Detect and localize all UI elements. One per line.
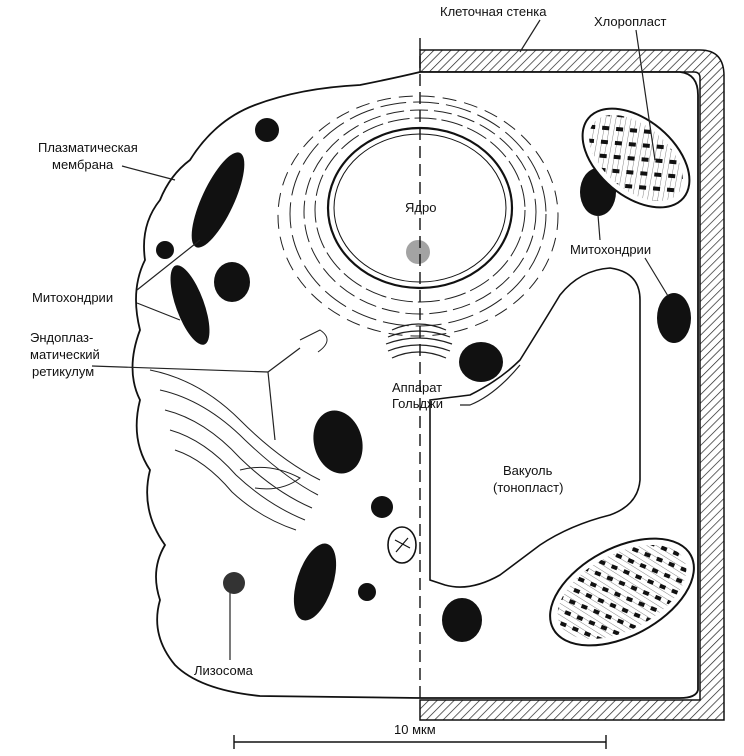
golgi-apparatus bbox=[385, 323, 453, 359]
er-lower bbox=[149, 329, 328, 531]
label-mitochondria-right: Митохондрии bbox=[570, 242, 652, 257]
label-chloroplast: Хлоропласт bbox=[594, 14, 667, 29]
label-er-line2: матический bbox=[30, 347, 100, 362]
mitochondria bbox=[156, 118, 691, 642]
label-er-line3: ретикулум bbox=[32, 364, 95, 379]
label-vacuole-line2: (тонопласт) bbox=[493, 480, 564, 495]
label-plasma-membrane-line1: Плазматическая bbox=[38, 140, 138, 155]
label-cell-wall: Клеточная стенка bbox=[440, 4, 547, 19]
label-lysosome: Лизосома bbox=[194, 663, 253, 678]
label-mitochondria-left: Митохондрии bbox=[32, 290, 114, 305]
chloroplast-bottom bbox=[549, 537, 695, 647]
label-er-line1: Эндоплаз- bbox=[30, 330, 94, 345]
vacuole bbox=[429, 267, 641, 588]
chloroplast-top bbox=[581, 107, 691, 209]
label-golgi-line2: Гольджи bbox=[392, 396, 444, 411]
lysosome bbox=[223, 572, 245, 594]
label-golgi-line1: Аппарат bbox=[392, 380, 443, 395]
label-plasma-membrane-line2: мембрана bbox=[52, 157, 114, 172]
label-scale: 10 мкм bbox=[394, 722, 436, 737]
plasma-membrane bbox=[131, 71, 699, 699]
scale-bar bbox=[233, 735, 607, 749]
small-organelle bbox=[387, 526, 417, 564]
label-nucleus: Ядро bbox=[405, 200, 437, 215]
nucleolus bbox=[406, 240, 430, 264]
cell-wall bbox=[419, 49, 725, 721]
leader-lines bbox=[91, 19, 669, 660]
label-vacuole-line1: Вакуоль bbox=[503, 463, 553, 478]
